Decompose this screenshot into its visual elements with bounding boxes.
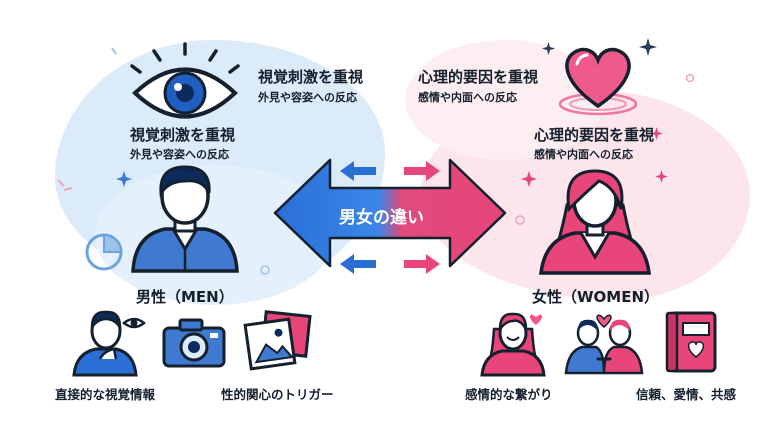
small-arrow-left-top — [340, 161, 376, 181]
female-top-sub: 感情や内面への反応 — [418, 91, 517, 104]
small-arrow-right-top — [404, 161, 440, 181]
heart-icon — [558, 47, 638, 116]
small-arrow-left-bottom — [340, 254, 376, 274]
center-label: 男女の違い — [339, 208, 424, 228]
smiling-woman-icon — [480, 312, 546, 377]
male-heading: 視覚刺激を重視 — [130, 126, 236, 144]
female-label: 女性（WOMEN） — [532, 288, 660, 306]
female-heading: 心理的要因を重視 — [534, 126, 655, 144]
male-item-label-1: 直接的な視覚情報 — [55, 387, 156, 402]
pie-chart-icon — [85, 233, 123, 271]
female-top-heading: 心理的要因を重視 — [418, 68, 539, 86]
male-top-sub: 外見や容姿への反応 — [258, 91, 357, 104]
couple-heart-icon — [564, 314, 644, 375]
camera-icon — [162, 318, 226, 368]
eye-icon — [130, 42, 240, 119]
notebook-heart-icon — [665, 311, 717, 373]
female-item-label-2: 信頼、愛情、共感 — [636, 387, 737, 402]
photos-icon — [243, 310, 312, 371]
woman-avatar-icon — [539, 169, 651, 275]
female-sub: 感情や内面への反応 — [534, 148, 633, 161]
female-item-label-1: 感情的な繋がり — [465, 387, 553, 402]
double-arrow-icon — [273, 158, 507, 268]
male-sub: 外見や容姿への反応 — [130, 148, 229, 161]
small-arrow-right-bottom — [404, 254, 440, 274]
male-item-label-2: 性的関心のトリガー — [221, 387, 334, 402]
man-avatar-icon — [131, 165, 239, 273]
male-label: 男性（MEN） — [136, 288, 234, 306]
male-top-heading: 視覚刺激を重視 — [258, 68, 364, 86]
thinking-man-eye-icon — [72, 310, 147, 377]
